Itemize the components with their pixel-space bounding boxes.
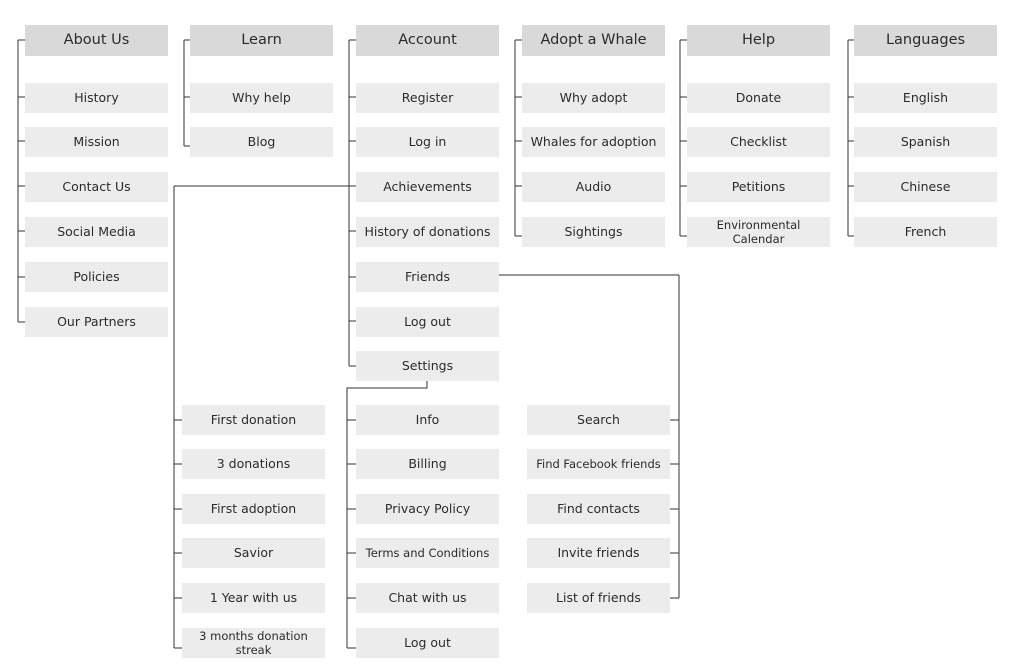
about-us-contact-us[interactable]: Contact Us (25, 172, 168, 202)
language-french[interactable]: French (854, 217, 997, 247)
account-history-of-donations[interactable]: History of donations (356, 217, 499, 247)
help-donate[interactable]: Donate (687, 83, 830, 113)
account-header[interactable]: Account (356, 25, 499, 56)
adopt-audio[interactable]: Audio (522, 172, 665, 202)
account-settings[interactable]: Settings (356, 351, 499, 381)
account-achievements[interactable]: Achievements (356, 172, 499, 202)
achievement-first-donation[interactable]: First donation (182, 405, 325, 435)
friends-list-of-friends[interactable]: List of friends (527, 583, 670, 613)
help-environmental-calendar[interactable]: Environmental Calendar (687, 217, 830, 247)
achievement-1-year-with-us[interactable]: 1 Year with us (182, 583, 325, 613)
achievement-3-donations[interactable]: 3 donations (182, 449, 325, 479)
achievement-savior[interactable]: Savior (182, 538, 325, 568)
language-chinese[interactable]: Chinese (854, 172, 997, 202)
about-us-mission[interactable]: Mission (25, 127, 168, 157)
settings-terms-and-conditions[interactable]: Terms and Conditions (356, 538, 499, 568)
help-checklist[interactable]: Checklist (687, 127, 830, 157)
language-spanish[interactable]: Spanish (854, 127, 997, 157)
adopt-why-adopt[interactable]: Why adopt (522, 83, 665, 113)
settings-chat-with-us[interactable]: Chat with us (356, 583, 499, 613)
friends-search[interactable]: Search (527, 405, 670, 435)
account-log-in[interactable]: Log in (356, 127, 499, 157)
about-us-policies[interactable]: Policies (25, 262, 168, 292)
account-log-out[interactable]: Log out (356, 307, 499, 337)
help-petitions[interactable]: Petitions (687, 172, 830, 202)
learn-header[interactable]: Learn (190, 25, 333, 56)
friends-find-contacts[interactable]: Find contacts (527, 494, 670, 524)
adopt-whales-for-adoption[interactable]: Whales for adoption (522, 127, 665, 157)
learn-why-help[interactable]: Why help (190, 83, 333, 113)
friends-find-facebook-friends[interactable]: Find Facebook friends (527, 449, 670, 479)
settings-info[interactable]: Info (356, 405, 499, 435)
learn-blog[interactable]: Blog (190, 127, 333, 157)
about-us-header[interactable]: About Us (25, 25, 168, 56)
adopt-a-whale-header[interactable]: Adopt a Whale (522, 25, 665, 56)
about-us-history[interactable]: History (25, 83, 168, 113)
about-us-social-media[interactable]: Social Media (25, 217, 168, 247)
adopt-sightings[interactable]: Sightings (522, 217, 665, 247)
account-register[interactable]: Register (356, 83, 499, 113)
settings-privacy-policy[interactable]: Privacy Policy (356, 494, 499, 524)
achievement-3-months-donation-streak[interactable]: 3 months donation streak (182, 628, 325, 658)
about-us-our-partners[interactable]: Our Partners (25, 307, 168, 337)
settings-log-out[interactable]: Log out (356, 628, 499, 658)
languages-header[interactable]: Languages (854, 25, 997, 56)
settings-billing[interactable]: Billing (356, 449, 499, 479)
achievement-first-adoption[interactable]: First adoption (182, 494, 325, 524)
account-friends[interactable]: Friends (356, 262, 499, 292)
language-english[interactable]: English (854, 83, 997, 113)
friends-invite-friends[interactable]: Invite friends (527, 538, 670, 568)
help-header[interactable]: Help (687, 25, 830, 56)
